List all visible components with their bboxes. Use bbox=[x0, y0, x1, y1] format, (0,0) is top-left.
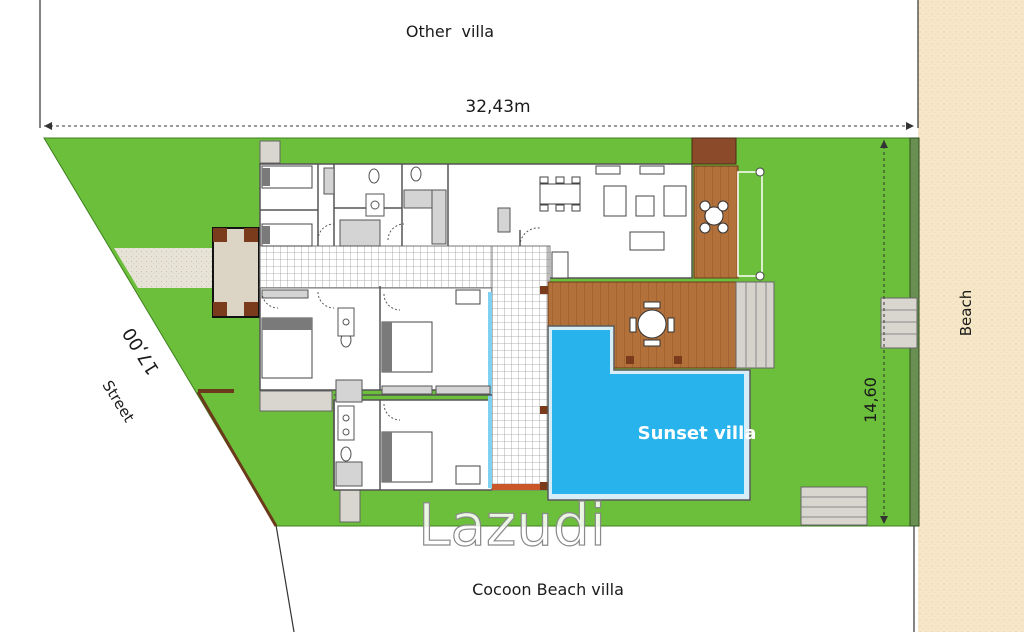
depth-dimension-label: 14,60 bbox=[861, 377, 880, 423]
garden-bench bbox=[259, 390, 333, 412]
terrace-steps bbox=[735, 281, 775, 369]
bottom-villa-label: Cocoon Beach villa bbox=[472, 580, 624, 599]
entrance-pillar bbox=[244, 302, 258, 316]
pergola-frame bbox=[737, 171, 763, 277]
door-mat bbox=[492, 484, 544, 490]
wardrobe bbox=[435, 385, 491, 395]
sun-deck-bench bbox=[800, 486, 868, 526]
sideboard bbox=[595, 165, 621, 175]
dining-table bbox=[539, 183, 581, 205]
garden-bench bbox=[339, 489, 361, 523]
width-dimension-label: 32,43m bbox=[465, 97, 530, 117]
armchair bbox=[663, 185, 687, 217]
boundary-marker bbox=[198, 389, 234, 393]
depth-arrow-bottom-icon bbox=[880, 516, 888, 524]
street-boundary bbox=[196, 391, 278, 527]
other-villa-plot bbox=[39, 0, 919, 128]
armchair bbox=[603, 185, 627, 217]
beach-label: Beach bbox=[957, 290, 975, 336]
shower bbox=[335, 461, 363, 487]
entrance-pillar bbox=[213, 228, 227, 242]
depth-arrow-top-icon bbox=[880, 140, 888, 148]
desk bbox=[455, 289, 481, 305]
sofa bbox=[629, 231, 665, 251]
kitchen-island bbox=[497, 207, 511, 233]
other-villa-label: Other villa bbox=[406, 22, 494, 41]
toilet bbox=[410, 166, 422, 182]
bistro-table bbox=[704, 206, 724, 226]
width-arrow-right-icon bbox=[906, 122, 914, 130]
planter bbox=[691, 137, 737, 165]
wardrobe bbox=[323, 167, 335, 195]
kitchen-counter bbox=[431, 189, 447, 245]
shelf bbox=[551, 251, 569, 279]
cocoon-villa-plot bbox=[275, 524, 915, 632]
wardrobe bbox=[261, 289, 309, 299]
sideboard bbox=[639, 165, 665, 175]
pool-water bbox=[552, 330, 744, 494]
driveway-gravel bbox=[114, 248, 214, 288]
toilet bbox=[368, 168, 380, 184]
shower bbox=[339, 219, 381, 247]
shower bbox=[335, 379, 363, 403]
beach-stairs bbox=[880, 297, 918, 349]
entrance-pillar bbox=[244, 228, 258, 242]
width-arrow-left-icon bbox=[44, 122, 52, 130]
pool-label: Sunset villa bbox=[638, 423, 757, 444]
beach-sand bbox=[918, 0, 1024, 632]
outdoor-table bbox=[637, 309, 667, 339]
tiled-corridor bbox=[491, 245, 549, 491]
coffee-table bbox=[635, 195, 655, 217]
entrance-pillar bbox=[213, 302, 227, 316]
sink bbox=[337, 405, 355, 441]
wardrobe bbox=[381, 385, 433, 395]
watermark-logo: Lazudi bbox=[418, 491, 606, 559]
toilet bbox=[340, 446, 352, 462]
desk bbox=[455, 465, 481, 485]
gate-bench bbox=[259, 140, 281, 164]
